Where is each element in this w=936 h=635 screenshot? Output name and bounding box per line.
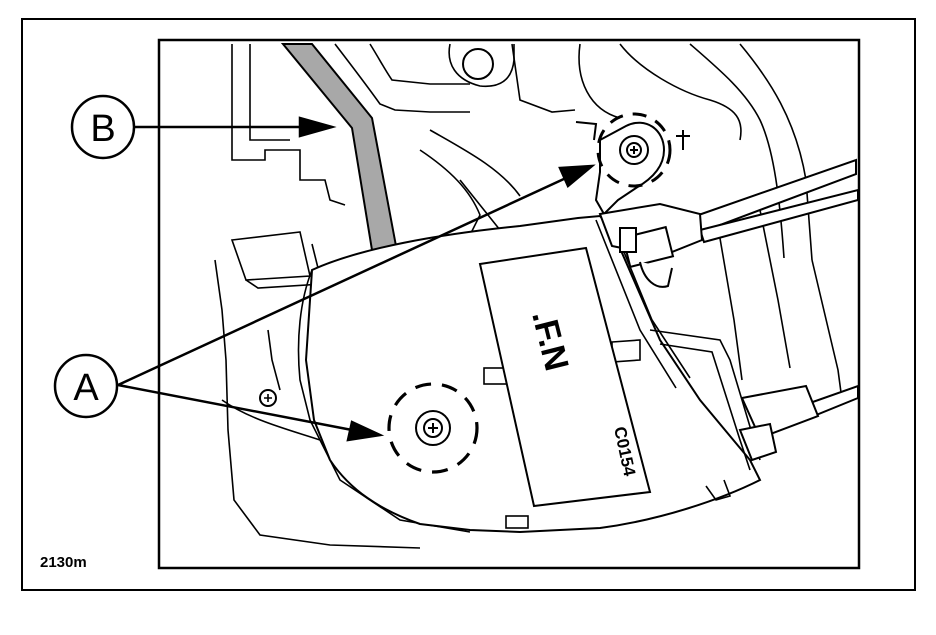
outer-frame [21, 18, 916, 591]
callout-b-circle [70, 94, 136, 160]
inner-picture: .F.N C0154 [157, 38, 861, 570]
small-screw [259, 389, 277, 407]
figure-ref-code: 2130m [40, 554, 87, 571]
callout-a-circle [53, 353, 119, 419]
actuator-box: .F.N C0154 [478, 246, 652, 508]
callout-arrows [117, 116, 596, 442]
callout-b: B [70, 94, 136, 160]
callout-b-label: B [90, 108, 115, 150]
mounting-hole [462, 48, 494, 80]
top-screw [575, 112, 690, 188]
callout-a: A [53, 353, 119, 419]
lower-screw [387, 382, 479, 474]
actuator-box-outline [478, 246, 652, 508]
callout-a-label: A [73, 367, 99, 409]
linkage-rods [598, 158, 859, 462]
